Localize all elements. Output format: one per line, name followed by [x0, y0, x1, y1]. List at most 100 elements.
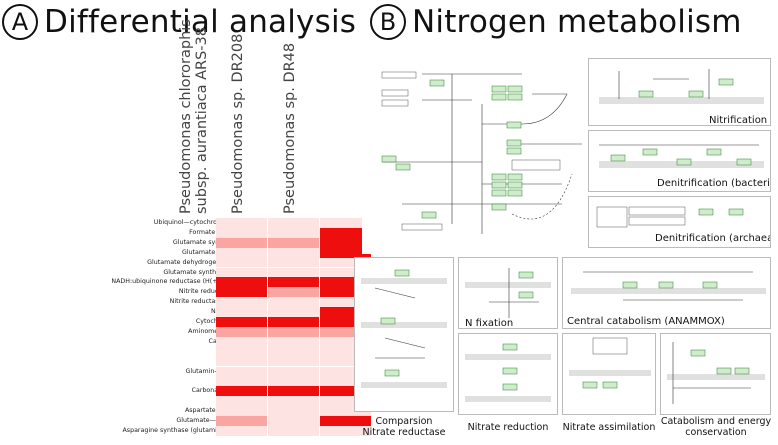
heatmap-cell [268, 336, 319, 347]
heatmap-cell [216, 287, 267, 298]
heatmap-column-label-1: Pseudomonas chlororaphis subsp. aurantia… [178, 19, 210, 214]
map-denitrification-archaea: Denitrification (archaea) [588, 196, 771, 248]
map-catabolism-energy [660, 333, 771, 415]
heatmap-cell [268, 346, 319, 357]
heatmap-cell [216, 386, 267, 397]
heatmap-cell [320, 346, 371, 357]
heatmap-cell [320, 326, 371, 337]
heatmap-cell [268, 218, 319, 228]
heatmap-cell [268, 386, 319, 397]
heatmap-cell [268, 406, 319, 416]
panel-b-letter: B [370, 4, 406, 40]
heatmap-cell [216, 366, 267, 377]
label-catabolism: Catabolism and energy conservation [660, 416, 772, 438]
heatmap-cell [268, 326, 319, 337]
heatmap-cell [320, 386, 371, 397]
heatmap-row-label: Glutamate dehydrogenase (NADP(+)) [147, 258, 266, 266]
heatmap-cell [320, 218, 371, 228]
panel-a-letter: A [2, 4, 38, 40]
panel-b-heading: Nitrogen metabolism [412, 4, 742, 40]
heatmap-cell [268, 287, 319, 298]
map-central-catabolism: Central catabolism (ANAMMOX) [562, 257, 771, 329]
heatmap-cell [268, 356, 319, 367]
heatmap-cell [216, 237, 267, 248]
heatmap-cell [268, 247, 319, 258]
label-n-fixation: N fixation [465, 318, 514, 329]
panel-b-title: B Nitrogen metabolism [370, 4, 742, 40]
heatmap-cell [320, 425, 371, 436]
heatmap-cell [216, 227, 267, 238]
label-nitrate-reduction: Nitrate reduction [467, 422, 549, 433]
heatmap-cell [216, 356, 267, 367]
panel-a-title: A Differential analysis [2, 4, 356, 40]
heatmap-cell [320, 227, 371, 238]
main-pathway-diagram [381, 71, 582, 234]
heatmap-cell [320, 366, 371, 377]
heatmap-cell [216, 267, 267, 278]
label-nitrification: Nitrification [709, 115, 768, 126]
heatmap-cell [320, 267, 371, 278]
heatmap-cell [268, 425, 319, 436]
heatmap-row-label: Glutamate synthase (ferredoxin) [163, 268, 266, 276]
label-comparison: Comparsion Nitrate reductase [362, 416, 446, 438]
map-nitrate-reduction [458, 333, 558, 415]
heatmap-cell [216, 277, 267, 288]
heatmap-cell [268, 257, 319, 268]
map-n-fixation: N fixation [458, 257, 558, 329]
heatmap-cell [268, 366, 319, 377]
heatmap-cell [320, 416, 371, 426]
heatmap-cell [216, 218, 267, 228]
heatmap-row-label: Asparagine synthase (glutamine-hydrolyzi… [122, 426, 266, 434]
map-nitrate-assimilation [562, 333, 656, 415]
heatmap-cell [320, 257, 371, 268]
heatmap-cell [320, 406, 371, 416]
heatmap-cell [320, 376, 371, 387]
heatmap-cell [268, 237, 319, 248]
heatmap-cell [216, 425, 267, 436]
heatmap-cell [268, 227, 319, 238]
heatmap-cell [268, 297, 319, 308]
heatmap-row-label: NADH:ubiquinone reductase (H(+)-transloc… [111, 278, 266, 286]
heatmap-cell [268, 317, 319, 327]
heatmap-cell [216, 416, 267, 426]
heatmap-cell [320, 277, 371, 288]
heatmap-cell [268, 307, 319, 317]
heatmap-cell [216, 307, 267, 317]
heatmap-cell [268, 267, 319, 278]
heatmap-cell [216, 297, 267, 308]
map-nitrification: Nitrification [588, 58, 771, 126]
heatmap-cell [320, 287, 371, 298]
label-nitrate-assimilation: Nitrate assimilation [562, 422, 656, 433]
heatmap-cell [320, 396, 371, 407]
map-denitrification-bacteria: Denitrification (bacteria) [588, 130, 771, 192]
heatmap-cell [320, 297, 371, 308]
heatmap-cell [320, 307, 371, 317]
heatmap-cell [320, 356, 371, 367]
heatmap-cell [320, 317, 371, 327]
map-comparison-nitrate-reductase [354, 257, 454, 412]
heatmap-column-label-3: Pseudomonas sp. DR48 [282, 42, 298, 214]
heatmap-cell [216, 257, 267, 268]
heatmap-cell [320, 247, 371, 258]
heatmap-cell [216, 336, 267, 347]
label-denitrification-archaea: Denitrification (archaea) [655, 233, 771, 244]
heatmap-cell [216, 346, 267, 357]
heatmap-cell [268, 277, 319, 288]
heatmap-row-label: Ubiquinol—cytochrome-c reductase [153, 219, 266, 226]
panel-a-heading: Differential analysis [44, 4, 357, 40]
heatmap-cell [216, 326, 267, 337]
heatmap-cell [216, 376, 267, 387]
heatmap-cell [268, 376, 319, 387]
heatmap-cell [268, 396, 319, 407]
heatmap-cell [216, 247, 267, 258]
heatmap-cell [268, 416, 319, 426]
heatmap-cell [320, 336, 371, 347]
label-denitrification-bacteria: Denitrification (bacteria) [657, 178, 771, 189]
heatmap-cell [216, 396, 267, 407]
label-central-catabolism: Central catabolism (ANAMMOX) [567, 316, 725, 327]
heatmap-cell [320, 237, 371, 248]
heatmap-cell [216, 317, 267, 327]
main-pathway-map [362, 64, 584, 254]
heatmap-cell [216, 406, 267, 416]
heatmap-column-label-2: Pseudomonas sp. DR208 [230, 33, 246, 214]
